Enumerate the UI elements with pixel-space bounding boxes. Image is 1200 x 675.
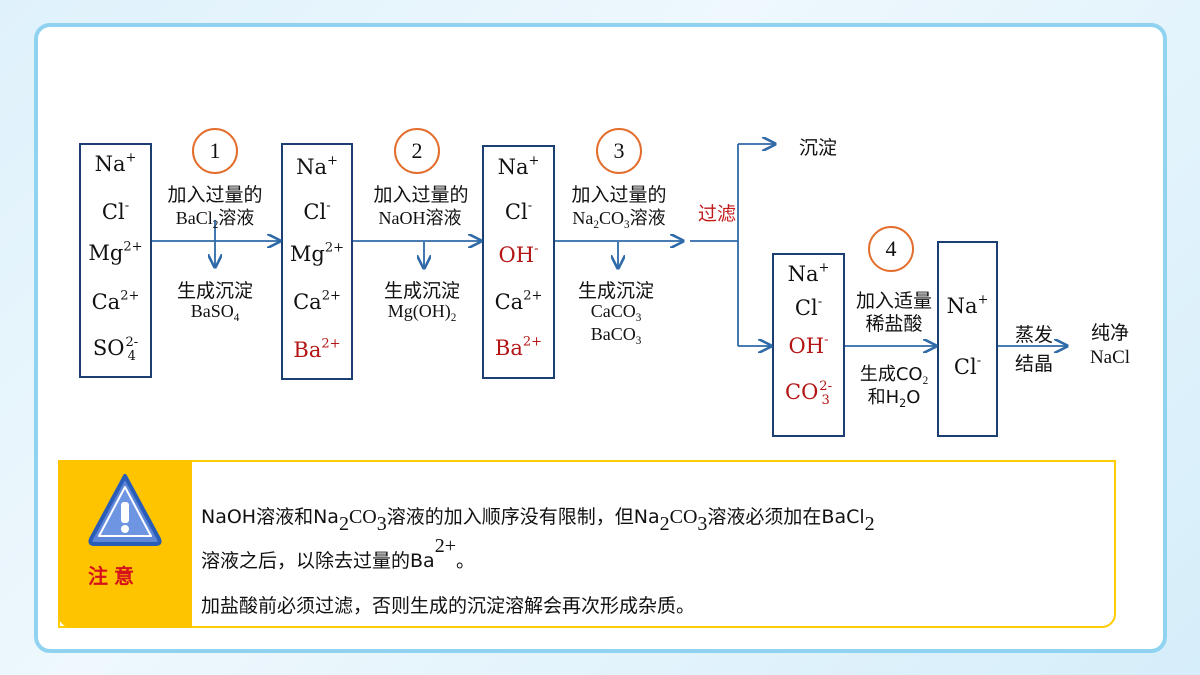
box4-na: Na+: [787, 260, 830, 286]
box4-oh: OH-: [788, 332, 829, 358]
step1-reagent: BaCl2溶液: [175, 208, 255, 231]
step2-reagent: NaOH溶液: [378, 208, 462, 228]
step2-product: Mg(OH)2: [387, 301, 457, 324]
box3-na: Na+: [497, 153, 540, 179]
box2-ca: Ca2+: [293, 288, 341, 314]
step-4-circle: 4: [868, 226, 914, 272]
box2-na: Na+: [296, 153, 338, 179]
step3-result: 生成沉淀: [577, 280, 654, 302]
evaporate-line1: 蒸发: [1014, 324, 1053, 346]
box2-cl: Cl-: [303, 198, 331, 224]
step-1-number: 1: [209, 138, 221, 163]
box1-cl: Cl-: [101, 198, 130, 224]
evaporate-line2: 结晶: [1014, 353, 1053, 375]
step4-reagent-line2: 稀盐酸: [865, 313, 923, 335]
final-line2: NaCl: [1089, 347, 1131, 368]
step4-reagent-line1: 加入适量: [855, 290, 932, 312]
box1-na: Na+: [94, 150, 137, 176]
box5-na: Na+: [946, 292, 989, 318]
step-4-number: 4: [885, 236, 897, 261]
note-line-2: 溶液之后，以除去过量的Ba2+。: [201, 535, 475, 572]
ion-box-5: [937, 241, 998, 437]
step-2-number: 2: [411, 138, 423, 163]
step3-reagent: Na2CO3溶液: [572, 208, 666, 231]
box3-oh: OH-: [498, 241, 539, 267]
box2-mg: Mg2+: [289, 240, 345, 266]
ion-box-1: [79, 143, 152, 378]
step3-product-1: CaCO3: [590, 301, 642, 324]
precipitate-label: 沉淀: [798, 137, 837, 159]
box3-ca: Ca2+: [494, 288, 543, 314]
step4-result-line1: 生成CO2: [859, 364, 929, 387]
step-1-circle: 1: [192, 128, 238, 174]
step-3-circle: 3: [596, 128, 642, 174]
note-body: [58, 460, 1116, 628]
note-side-tab: 注意: [58, 460, 192, 628]
step1-reagent-prefix: 加入过量的: [167, 184, 263, 206]
final-line1: 纯净: [1090, 322, 1129, 344]
ion-box-2: [281, 143, 353, 380]
box3-ba: Ba2+: [494, 334, 543, 360]
note-line-1: NaOH溶液和Na2CO3溶液的加入顺序没有限制，但Na2CO3溶液必须加在Ba…: [201, 506, 875, 535]
box5-cl: Cl-: [953, 353, 982, 379]
box2-ba: Ba2+: [293, 336, 341, 362]
box1-mg: Mg2+: [88, 239, 143, 265]
warning-icon: [88, 474, 162, 546]
step2-reagent-prefix: 加入过量的: [373, 184, 469, 206]
step3-product-2: BaCO3: [590, 324, 642, 347]
box1-ca: Ca2+: [91, 288, 140, 314]
ion-box-3: [482, 145, 555, 379]
step3-reagent-prefix: 加入过量的: [571, 184, 667, 206]
note-panel: 注意 NaOH溶液和Na2CO3溶液的加入顺序没有限制，但Na2CO3溶液必须加…: [58, 460, 1120, 630]
filter-label: 过滤: [697, 203, 736, 225]
note-tag: 注意: [88, 564, 140, 588]
step2-result: 生成沉淀: [383, 280, 460, 302]
box4-cl: Cl-: [794, 294, 823, 320]
step-2-circle: 2: [394, 128, 440, 174]
note-line-3: 加盐酸前必须过滤，否则生成的沉淀溶解会再次形成杂质。: [201, 595, 696, 617]
ion-box-4: [772, 253, 845, 437]
step-3-number: 3: [613, 138, 625, 163]
box3-cl: Cl-: [504, 198, 533, 224]
step1-product: BaSO4: [190, 301, 240, 324]
step4-result-line2: 和H2O: [867, 387, 921, 410]
step1-result: 生成沉淀: [176, 280, 253, 302]
